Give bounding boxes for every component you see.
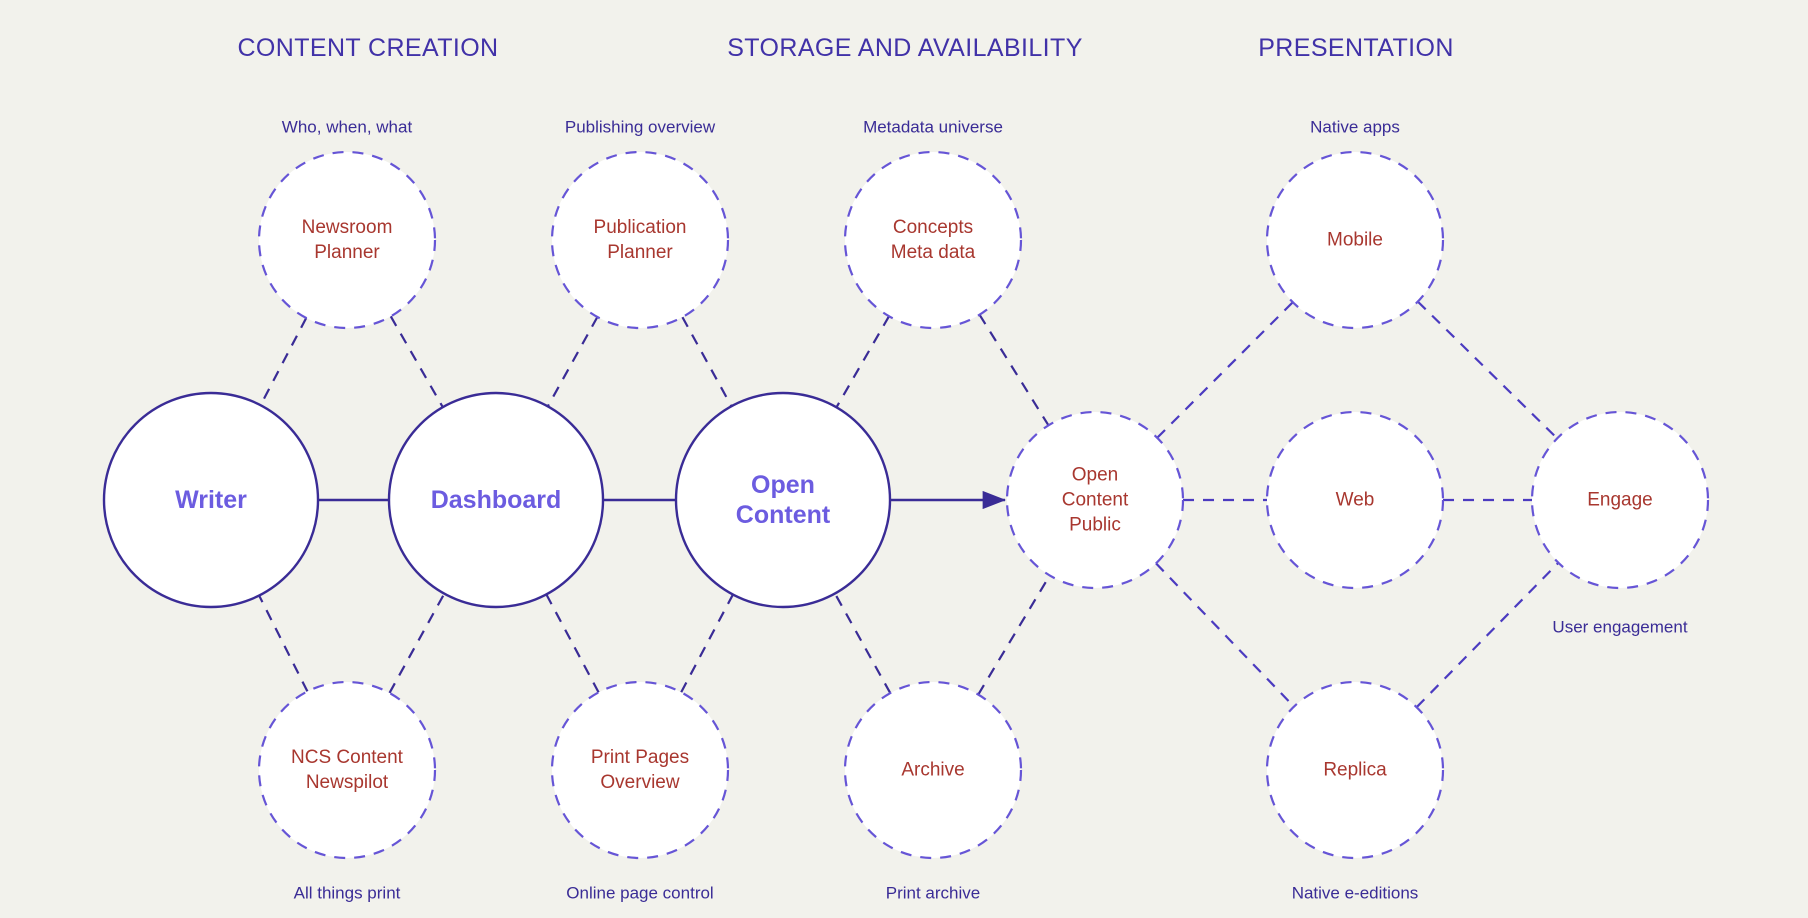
section-title-presentation: PRESENTATION [1258,34,1454,62]
edge-ncs-content-newspilot-to-writer [258,595,309,692]
node-label-print-pages-overview: Print Pages [591,747,689,768]
node-replica[interactable]: Replica [1265,680,1445,860]
node-label-dashboard: Dashboard [431,486,562,514]
edge-newsroom-planner-to-dashboard [389,315,444,408]
node-label-writer: Writer [175,486,247,514]
node-writer[interactable]: Writer [102,391,320,609]
edge-print-pages-overview-to-open-content [680,594,734,693]
edge-ncs-content-newspilot-to-dashboard [388,593,446,694]
caption-metadata-universe: Metadata universe [863,118,1003,137]
node-label-engage: Engage [1587,490,1653,511]
node-label-web: Web [1336,490,1375,511]
edge-publication-planner-to-open-content [681,316,733,407]
edge-archive-to-open-content-public [977,574,1051,696]
caption-online-page-control: Online page control [566,884,713,903]
edge-concepts-meta-data-to-open-content [835,315,890,408]
node-circle-publication-planner[interactable] [550,150,730,330]
node-mobile[interactable]: Mobile [1265,150,1445,330]
edge-archive-to-open-content [834,593,892,694]
caption-publishing-overview: Publishing overview [565,118,716,137]
node-circle-replica[interactable] [1265,680,1445,860]
node-label-ncs-content-newspilot: Newspilot [306,772,389,793]
node-label-concepts-meta-data: Concepts [893,217,973,238]
edge-open-content-public-to-mobile [1156,301,1294,439]
node-label-print-pages-overview: Overview [600,772,679,793]
node-circle-engage[interactable] [1530,410,1710,590]
node-label-mobile: Mobile [1327,230,1383,251]
caption-native-apps: Native apps [1310,118,1400,137]
edge-newsroom-planner-to-writer [259,317,308,406]
node-web[interactable]: Web [1265,410,1445,590]
node-label-open-content-public: Public [1069,515,1121,536]
edge-mobile-to-engage [1417,300,1558,440]
node-label-newsroom-planner: Planner [314,242,380,263]
node-circle-concepts-meta-data[interactable] [843,150,1023,330]
caption-print-archive: Print archive [886,884,980,903]
section-title-content-creation: CONTENT CREATION [237,34,498,62]
node-label-open-content: Content [736,501,831,529]
node-label-open-content-public: Open [1072,465,1118,486]
edge-print-pages-overview-to-dashboard [545,593,600,693]
captions-layer: Who, when, what Publishing overview Metada… [282,118,1688,903]
edge-open-content-public-to-replica [1155,562,1295,708]
node-circle-archive[interactable] [843,680,1023,860]
node-label-publication-planner: Planner [607,242,673,263]
node-engage[interactable]: Engage [1530,410,1710,590]
node-circle-newsroom-planner[interactable] [257,150,437,330]
edge-replica-to-engage [1415,562,1560,708]
sections-layer: CONTENT CREATION STORAGE AND AVAILABILITY… [237,34,1453,62]
caption-user-engagement: User engagement [1552,618,1687,637]
edge-publication-planner-to-dashboard [546,316,599,407]
node-circle-dashboard[interactable] [387,391,605,609]
edges-layer [258,300,1560,708]
node-label-open-content-public: Content [1062,490,1129,511]
node-label-concepts-meta-data: Meta data [891,242,976,263]
caption-all-things-print: All things print [294,884,401,903]
caption-who-when-what: Who, when, what [282,118,413,137]
node-archive[interactable]: Archive [843,680,1023,860]
node-circle-open-content-public[interactable] [1005,410,1185,590]
node-circle-writer[interactable] [102,391,320,609]
caption-native-e-editions: Native e-editions [1292,884,1419,903]
node-label-publication-planner: Publication [594,217,687,238]
edge-concepts-meta-data-to-open-content-public [978,314,1050,426]
node-label-open-content: Open [751,471,815,499]
node-circle-ncs-content-newspilot[interactable] [257,680,437,860]
section-title-storage-availability: STORAGE AND AVAILABILITY [727,34,1083,62]
node-label-replica: Replica [1323,760,1387,781]
node-circle-print-pages-overview[interactable] [550,680,730,860]
node-dashboard[interactable]: Dashboard [387,391,605,609]
node-circle-open-content[interactable] [674,391,892,609]
node-circle-mobile[interactable] [1265,150,1445,330]
node-label-newsroom-planner: Newsroom [302,217,393,238]
node-circle-web[interactable] [1265,410,1445,590]
node-label-ncs-content-newspilot: NCS Content [291,747,404,768]
node-label-archive: Archive [901,760,964,781]
